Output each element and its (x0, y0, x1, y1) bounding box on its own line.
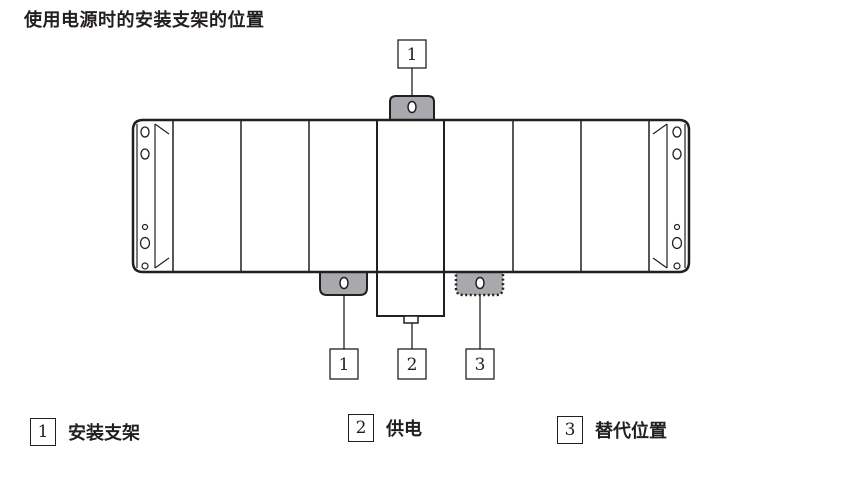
left-pin (141, 223, 149, 231)
right-slot-top (672, 126, 682, 138)
legend-number: 2 (348, 414, 374, 442)
legend-label: 安装支架 (68, 423, 140, 444)
svg-text:2: 2 (407, 355, 418, 375)
power-connector (403, 315, 419, 324)
legend-item-power-supply: 2 供电 (348, 414, 422, 442)
callout-bottom-left: 1 (329, 348, 359, 380)
legend-number: 3 (557, 416, 583, 444)
callout-leader-lines (343, 68, 481, 349)
center-module (376, 121, 445, 271)
left-screw-bottom (141, 262, 149, 270)
module-dividers (172, 121, 650, 271)
legend-label: 供电 (386, 419, 422, 440)
legend-item-alternative-position: 3 替代位置 (557, 416, 667, 444)
bottom-bracket-hole (339, 276, 349, 290)
left-slot-lower (139, 236, 151, 250)
callout-bottom-middle: 2 (397, 348, 427, 380)
power-supply-unit (376, 267, 445, 317)
right-slot-upper (672, 148, 682, 160)
callout-bottom-right: 3 (465, 348, 495, 380)
left-slot-upper (140, 148, 150, 160)
svg-text:1: 1 (339, 355, 350, 375)
svg-text:3: 3 (475, 355, 486, 375)
page-title: 使用电源时的安装支架的位置 (24, 10, 265, 31)
left-slot-top (140, 126, 150, 138)
top-bracket-hole (407, 100, 417, 114)
main-housing (131, 118, 691, 274)
right-slot-lower (671, 236, 683, 250)
legend-item-mounting-bracket: 1 安装支架 (30, 418, 140, 446)
svg-text:1: 1 (407, 45, 418, 65)
callout-top: 1 (397, 39, 427, 69)
legend-label: 替代位置 (595, 421, 667, 442)
right-end-cap (652, 123, 686, 270)
legend-number: 1 (30, 418, 56, 446)
alternative-bracket-hole (475, 276, 485, 290)
right-screw-bottom (673, 262, 681, 270)
right-pin (673, 223, 681, 231)
left-end-cap (136, 123, 170, 270)
